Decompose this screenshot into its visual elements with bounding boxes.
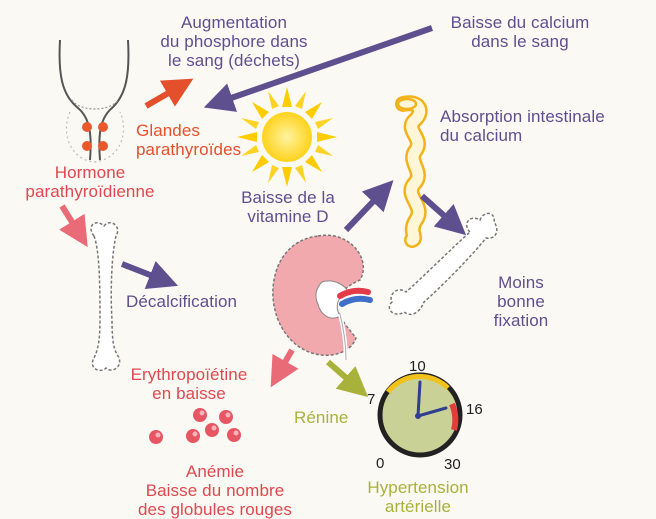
label-phosphore: Augmentation du phosphore dans le sang (…: [136, 13, 332, 70]
gauge-tick-30: 30: [444, 456, 461, 473]
arrow-glands-to-phosphore: [146, 84, 184, 106]
gauge-icon: [380, 375, 460, 455]
arrow-bone-to-decalcification: [122, 264, 168, 282]
label-calcium-sang: Baisse du calcium dans le sang: [428, 13, 612, 51]
arrow-kidney-to-intestine: [346, 188, 386, 230]
arrow-kidney-to-renine: [328, 362, 360, 390]
label-fixation: Moins bonne fixation: [476, 273, 566, 330]
parathyroid-glands-icon: [60, 40, 129, 162]
blood-cells-icon: [149, 408, 241, 444]
blood-cell-icon: [205, 423, 219, 437]
label-anemie: Anémie Baisse du nombre des globules rou…: [120, 462, 310, 519]
label-renine: Rénine: [294, 408, 374, 427]
blood-cell-icon: [219, 410, 233, 424]
arrow-intestine-to-bone: [422, 196, 458, 228]
gauge-tick-0: 0: [376, 455, 384, 472]
label-erythropoietine: Erythropoïétine en baisse: [114, 365, 264, 403]
kidney-icon: [273, 235, 370, 360]
blood-cell-icon: [227, 428, 241, 442]
gauge-tick-7: 7: [367, 391, 375, 408]
label-hypertension: Hypertension artérielle: [348, 478, 488, 516]
arrow-kidney-to-erythro: [276, 350, 292, 378]
arrow-hormone-to-bone: [62, 206, 82, 238]
label-absorption: Absorption intestinale du calcium: [440, 107, 650, 145]
label-glandes: Glandes parathyroïdes: [136, 121, 296, 159]
label-decalcification: Décalcification: [126, 292, 276, 311]
bone-icon: [91, 223, 120, 371]
label-hormone: Hormone parathyroïdienne: [0, 163, 180, 201]
label-vitamine: Baisse de la vitamine D: [226, 188, 350, 226]
gauge-tick-10: 10: [409, 358, 426, 375]
blood-cell-icon: [149, 430, 163, 444]
gauge-tick-16: 16: [466, 401, 483, 418]
intestine-icon: [398, 99, 420, 240]
blood-cell-icon: [193, 408, 207, 422]
blood-cell-icon: [186, 429, 200, 443]
